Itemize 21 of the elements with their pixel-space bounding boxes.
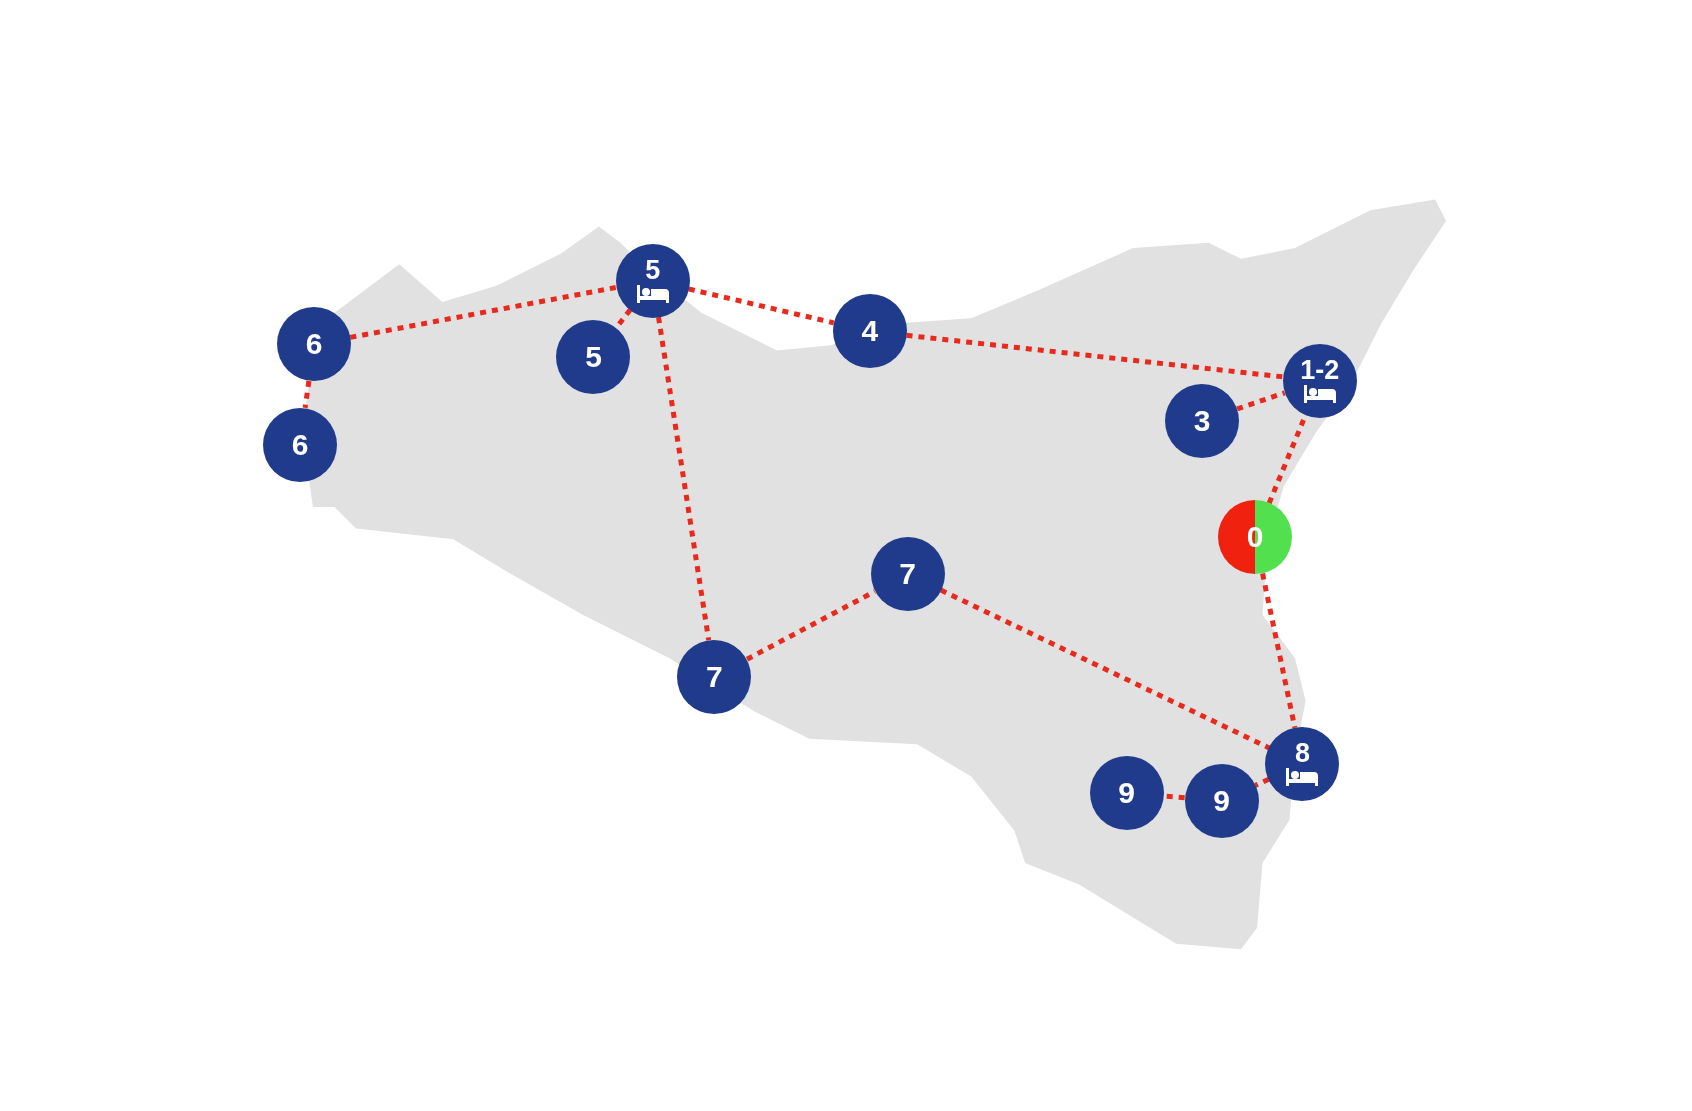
stop-number: 9 (1213, 785, 1230, 816)
dotted-route-line (688, 286, 835, 326)
dotted-route-line (349, 284, 617, 340)
dotted-route-line (906, 332, 1284, 380)
dotted-route-line (1236, 390, 1286, 412)
dotted-route-line (656, 316, 712, 641)
dotted-route-line (1260, 573, 1298, 729)
stop-number: 8 (1294, 740, 1310, 768)
dotted-route-line (302, 380, 312, 409)
dotted-route-line (1254, 777, 1270, 788)
stop-number: 9 (1118, 778, 1135, 809)
stop-number: 6 (291, 429, 309, 460)
stop-number: 6 (305, 329, 323, 360)
stop-number: 7 (899, 559, 916, 590)
stop-number: 1-2 (1300, 357, 1340, 385)
dotted-route-line (939, 587, 1271, 751)
stop-number: 5 (585, 342, 602, 373)
stop-number: 4 (861, 316, 879, 347)
stop-number: 7 (706, 661, 723, 692)
stop-number: 3 (1193, 405, 1211, 436)
stop-number: 5 (645, 257, 661, 285)
